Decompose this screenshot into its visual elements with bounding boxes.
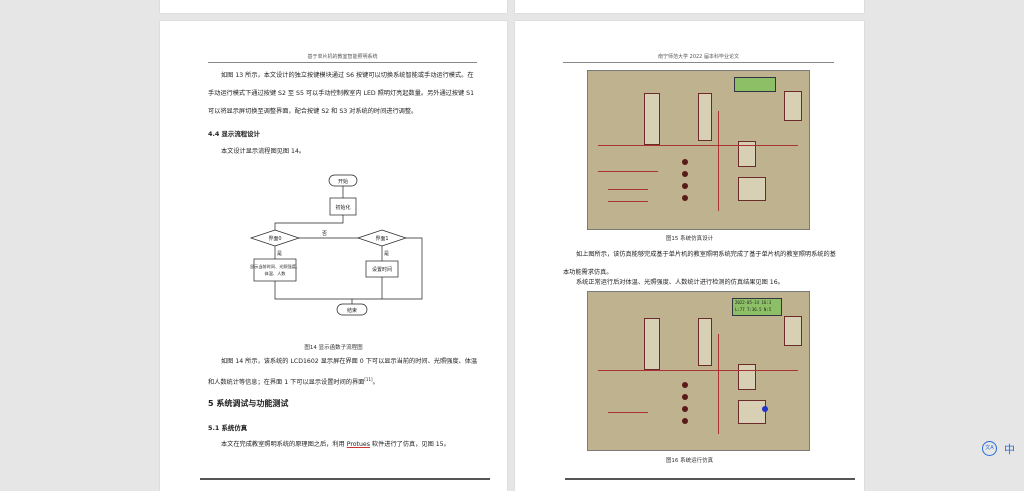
lcd-line: L:77 T:36.5 N:5 bbox=[735, 307, 772, 312]
chip bbox=[738, 364, 756, 390]
flow-start-label: 开始 bbox=[338, 178, 348, 185]
flow-iface1-label: 界面1 bbox=[375, 236, 388, 242]
chip bbox=[784, 316, 802, 346]
wire bbox=[608, 201, 648, 202]
prev-page-bottom-right bbox=[515, 0, 864, 13]
section-heading: 4.4 显示流程设计 bbox=[208, 130, 260, 138]
document-page-right: 南宁师范大学 2022 届本科毕业论文 图15 系统仿真设计 如上图所示，该仿真… bbox=[515, 21, 864, 491]
section-heading: 5 系统调试与功能测试 bbox=[208, 399, 289, 408]
mcu-chip bbox=[644, 93, 660, 145]
flow-display-label: 显示当前时间、光照强度、 bbox=[250, 263, 300, 270]
subsection-heading: 5.1 系统仿真 bbox=[208, 424, 248, 432]
chip bbox=[738, 400, 766, 424]
led-dot bbox=[682, 171, 688, 177]
wire bbox=[598, 171, 658, 172]
flowchart-diagram: 开始 初始化 界面0 界面1 否 是 是 显示当前时间、光照强度、 体温、人数 … bbox=[250, 174, 423, 316]
figure-caption: 图16 系统运行仿真 bbox=[665, 458, 714, 464]
document-page-left: 基于单片机的教室智能照明系统 如图 13 所示，本文设计的独立按键模块通过 S6… bbox=[160, 21, 507, 491]
misspelled-word: Protues bbox=[346, 441, 370, 448]
translate-widget[interactable]: 文A 中 bbox=[982, 440, 1024, 456]
mcu-chip bbox=[644, 318, 660, 370]
led-dot bbox=[682, 406, 688, 412]
simulation-screenshot: 2022-05-14 16:3 L:77 T:36.5 N:5 bbox=[587, 291, 810, 451]
lcd-display bbox=[734, 77, 776, 92]
wire bbox=[598, 145, 798, 146]
chip bbox=[738, 141, 756, 167]
led-dot bbox=[682, 159, 688, 165]
chip bbox=[738, 177, 766, 201]
paragraph: 本文设计显示流程图见图 14。 bbox=[221, 148, 306, 155]
paragraph: 系统正常运行后对体温、光照强度、人数统计进行检测的仿真结果见图 16。 bbox=[576, 279, 784, 286]
lcd-line: 2022-05-14 16:3 bbox=[735, 300, 772, 305]
wire bbox=[608, 189, 648, 190]
led-dot bbox=[682, 418, 688, 424]
wire bbox=[718, 111, 719, 211]
flow-iface0-label: 界面0 bbox=[268, 236, 281, 242]
chip bbox=[784, 91, 802, 121]
led-dot bbox=[682, 382, 688, 388]
running-head: 基于单片机的教室智能照明系统 bbox=[208, 53, 477, 63]
paragraph: 如图 14 所示，该系统的 LCD1602 显示屏在界面 0 下可以显示当前的时… bbox=[208, 353, 479, 392]
flow-no-label: 否 bbox=[322, 231, 327, 237]
flow-end-label: 结束 bbox=[347, 307, 357, 314]
paragraph-text: 。 bbox=[372, 379, 379, 387]
flow-settime-label: 设置时间 bbox=[372, 266, 392, 273]
led-dot bbox=[682, 183, 688, 189]
paragraph-text: 软件进行了仿真，见图 15。 bbox=[369, 441, 450, 448]
prev-page-bottom-left bbox=[160, 0, 507, 13]
translate-icon[interactable]: 文A bbox=[982, 441, 997, 456]
chip bbox=[698, 93, 712, 141]
flow-yes-label: 是 bbox=[384, 251, 389, 257]
next-page-edge bbox=[200, 478, 490, 480]
running-head: 南宁师范大学 2022 届本科毕业论文 bbox=[563, 53, 834, 63]
flow-init-label: 初始化 bbox=[335, 204, 350, 211]
wire bbox=[718, 334, 719, 434]
wire bbox=[598, 370, 798, 371]
next-page-edge bbox=[565, 478, 855, 480]
led-dot-blue bbox=[762, 406, 768, 412]
paragraph: 如图 13 所示，本文设计的独立按键模块通过 S6 按键可以切换系统智能或手动运… bbox=[208, 72, 475, 115]
wire bbox=[608, 412, 648, 413]
language-label[interactable]: 中 bbox=[1004, 443, 1015, 456]
led-dot bbox=[682, 394, 688, 400]
chip bbox=[698, 318, 712, 366]
paragraph-text: 如图 14 所示，该系统的 LCD1602 显示屏在界面 0 下可以显示当前的时… bbox=[208, 358, 478, 387]
citation-ref: [11] bbox=[364, 377, 373, 382]
figure-caption: 图14 显示函数子流程图 bbox=[304, 345, 363, 351]
flow-yes-label: 是 bbox=[277, 251, 282, 257]
paragraph: 本文在完成教室照明系统的原理图之后，利用 Protues 软件进行了仿真，见图 … bbox=[208, 436, 479, 454]
figure-caption: 图15 系统仿真设计 bbox=[665, 236, 714, 242]
flow-display-label: 体温、人数 bbox=[265, 270, 287, 277]
led-dot bbox=[682, 195, 688, 201]
paragraph-text: 本文在完成教室照明系统的原理图之后，利用 bbox=[221, 441, 347, 448]
lcd-display: 2022-05-14 16:3 L:77 T:36.5 N:5 bbox=[732, 298, 782, 316]
paragraph: 如上图所示，该仿真能够完成基于单片机的教室照明系统完成了基于单片机的教室照明系统… bbox=[563, 251, 836, 276]
flow-display-node bbox=[253, 258, 297, 282]
simulation-screenshot bbox=[587, 70, 810, 230]
